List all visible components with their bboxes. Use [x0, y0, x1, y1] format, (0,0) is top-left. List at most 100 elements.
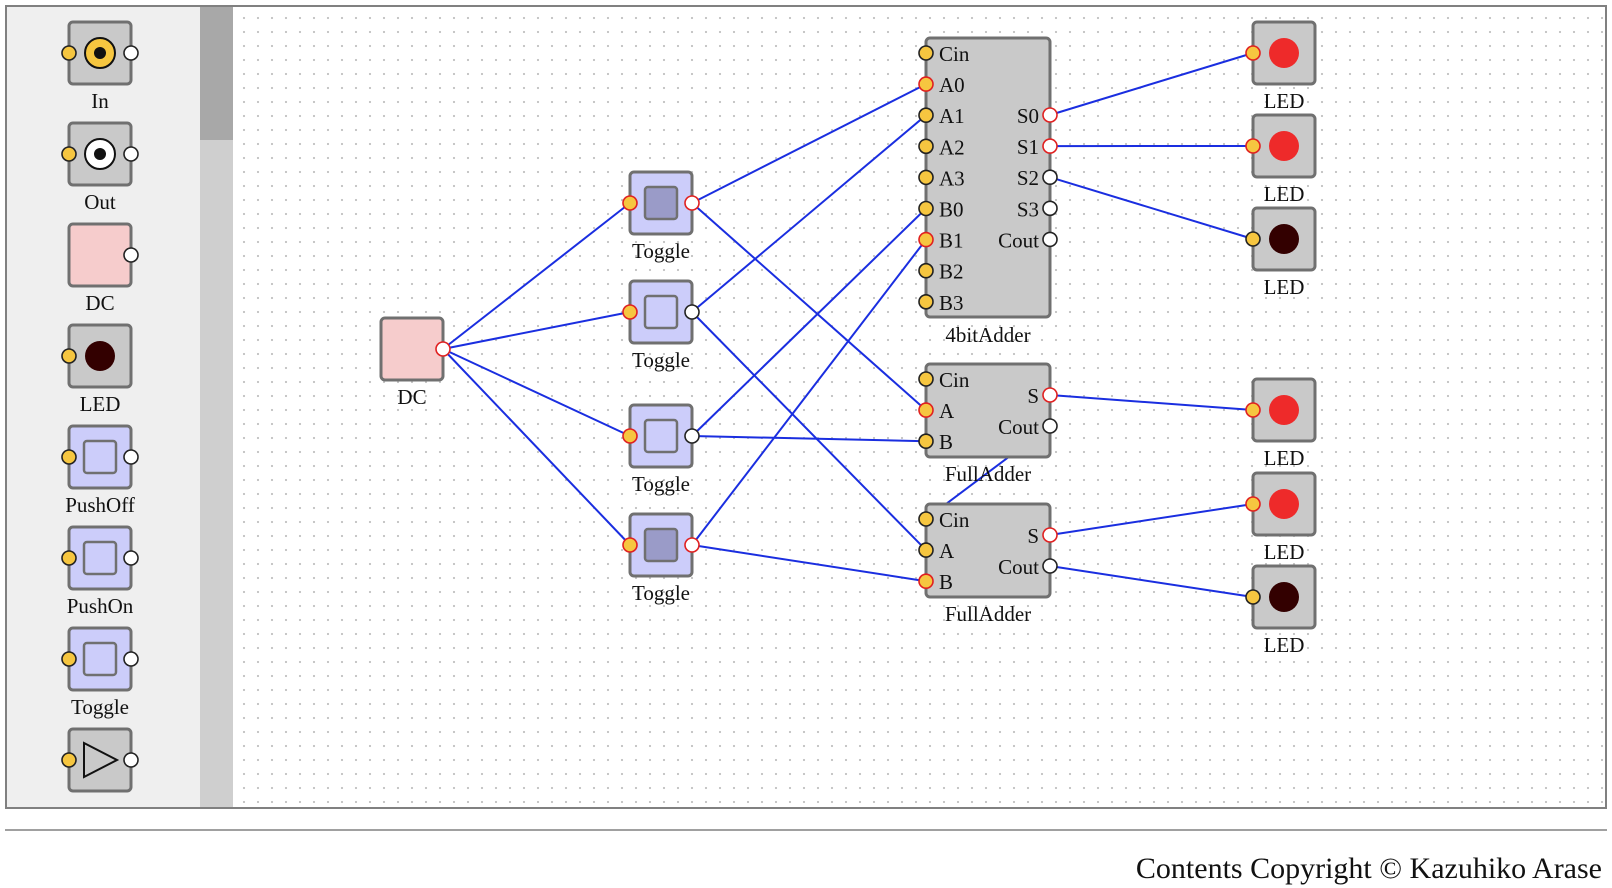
led-indicator[interactable]: LED: [1245, 377, 1317, 470]
led-indicator[interactable]: LED: [1245, 471, 1317, 564]
toggle-input-pin[interactable]: [622, 195, 638, 211]
full-adder-input-pin-b[interactable]: [918, 573, 934, 590]
four-bit-adder-input-pin-b0[interactable]: [918, 200, 934, 217]
palette-in-output-pin[interactable]: [123, 45, 139, 61]
wire-6[interactable]: [691, 207, 927, 437]
palette-item-pushon[interactable]: PushOn: [61, 525, 139, 618]
wire-0[interactable]: [442, 202, 631, 350]
four-bit-adder-output-pin-cout[interactable]: [1042, 231, 1058, 248]
toggle-switch[interactable]: Toggle: [622, 403, 700, 496]
palette-item-buffer[interactable]: [61, 727, 139, 793]
palette-scrollbar[interactable]: [200, 7, 233, 807]
palette-in-input-pin[interactable]: [61, 45, 77, 61]
full-adder-output-pin-s[interactable]: [1042, 387, 1058, 403]
led-indicator[interactable]: LED: [1245, 113, 1317, 206]
palette-out-output-pin[interactable]: [123, 146, 139, 162]
palette-item-in[interactable]: In: [61, 20, 139, 113]
full-adder-output-pin-s[interactable]: [1042, 527, 1058, 543]
four-bit-adder-input-pin-a3[interactable]: [918, 169, 934, 186]
wire-4[interactable]: [691, 83, 927, 204]
led-input-pin[interactable]: [1245, 231, 1261, 247]
palette-dc-body[interactable]: [67, 222, 133, 288]
led-indicator[interactable]: LED: [1245, 20, 1317, 113]
toggle-knob[interactable]: [643, 418, 679, 454]
toggle-switch[interactable]: Toggle: [622, 279, 700, 372]
led-input-pin[interactable]: [1245, 138, 1261, 154]
four-bit-adder-input-pin-b1[interactable]: [918, 231, 934, 248]
four-bit-adder-output-pin-s2[interactable]: [1042, 169, 1058, 185]
wire-9[interactable]: [691, 435, 927, 443]
four-bit-adder-output-pin-s1[interactable]: [1042, 138, 1058, 154]
toggle-switch[interactable]: Toggle: [622, 512, 700, 605]
palette-buffer-body[interactable]: [67, 727, 133, 793]
four-bit-adder-input-pin-b3[interactable]: [918, 293, 934, 310]
palette-item-out[interactable]: Out: [61, 121, 139, 214]
dc-source[interactable]: DC: [379, 316, 451, 409]
palette-buffer-output-pin[interactable]: [123, 752, 139, 768]
wire-10[interactable]: [691, 311, 927, 551]
palette-pushoff-output-pin[interactable]: [123, 449, 139, 465]
wire-2[interactable]: [442, 348, 631, 437]
led-indicator[interactable]: LED: [1245, 206, 1317, 299]
four-bit-adder-input-pin-a1[interactable]: [918, 107, 934, 123]
toggle-switch[interactable]: Toggle: [622, 170, 700, 263]
palette-buffer-input-pin[interactable]: [61, 752, 77, 768]
wire-18[interactable]: [1049, 565, 1254, 598]
palette-dc-output-pin[interactable]: [123, 247, 139, 263]
palette-pushon-output-pin[interactable]: [123, 550, 139, 566]
palette-item-led[interactable]: LED: [61, 323, 133, 416]
toggle-input-pin[interactable]: [622, 428, 638, 444]
palette-toggle-output-pin[interactable]: [123, 651, 139, 667]
palette-out-input-pin[interactable]: [61, 146, 77, 162]
led-input-pin[interactable]: [1245, 45, 1261, 61]
wire-16[interactable]: [1049, 394, 1254, 411]
toggle-input-pin[interactable]: [622, 537, 638, 553]
palette-pushon-input-pin[interactable]: [61, 550, 77, 566]
palette-item-pushoff[interactable]: PushOff: [61, 424, 139, 517]
full-adder-input-pin-b[interactable]: [918, 433, 934, 450]
circuit-diagram[interactable]: DCToggleToggleToggleToggleCinA0A1A2A3B0B…: [233, 7, 1607, 807]
palette-pushoff-input-pin[interactable]: [61, 449, 77, 465]
four-bit-adder-output-pin-s3[interactable]: [1042, 200, 1058, 217]
wire-7[interactable]: [691, 238, 927, 546]
led-input-pin[interactable]: [1245, 496, 1261, 512]
four-bit-adder-input-pin-a2[interactable]: [918, 138, 934, 155]
toggle-output-pin[interactable]: [684, 195, 700, 211]
four-bit-adder-input-pin-b2[interactable]: [918, 262, 934, 279]
full-adder-input-pin-cin[interactable]: [918, 371, 934, 387]
dc-source-output-pin[interactable]: [435, 341, 451, 357]
wire-17[interactable]: [1049, 503, 1254, 536]
full-adder-input-pin-a[interactable]: [918, 542, 934, 558]
wire-3[interactable]: [442, 348, 631, 546]
led-input-pin[interactable]: [1245, 402, 1261, 418]
palette-item-dc[interactable]: DC: [67, 222, 139, 315]
led-input-pin[interactable]: [1245, 589, 1261, 605]
wire-1[interactable]: [442, 311, 631, 350]
wire-15[interactable]: [1049, 176, 1254, 240]
toggle-output-pin[interactable]: [684, 537, 700, 553]
palette-toggle-input-pin[interactable]: [61, 651, 77, 667]
toggle-input-pin[interactable]: [622, 304, 638, 320]
four-bit-adder-output-pin-s0[interactable]: [1042, 107, 1058, 123]
led-indicator[interactable]: LED: [1245, 564, 1317, 657]
palette-led-input-pin[interactable]: [61, 348, 77, 364]
dc-source-body[interactable]: [379, 316, 445, 382]
toggle-output-pin[interactable]: [684, 428, 700, 444]
full-adder-output-pin-cout[interactable]: [1042, 558, 1058, 574]
toggle-knob[interactable]: [643, 185, 679, 221]
wire-5[interactable]: [691, 114, 927, 313]
four-bit-adder-input-pin-a0[interactable]: [918, 76, 934, 92]
toggle-knob[interactable]: [643, 527, 679, 563]
wire-11[interactable]: [691, 544, 927, 583]
wire-13[interactable]: [1049, 52, 1254, 116]
palette-item-toggle[interactable]: Toggle: [61, 626, 139, 719]
full-adder-output-pin-cout[interactable]: [1042, 418, 1058, 434]
full-adder-input-pin-a[interactable]: [918, 402, 934, 418]
palette-scrollbar-thumb[interactable]: [200, 7, 233, 140]
toggle-output-pin[interactable]: [684, 304, 700, 320]
wire-8[interactable]: [691, 202, 927, 411]
